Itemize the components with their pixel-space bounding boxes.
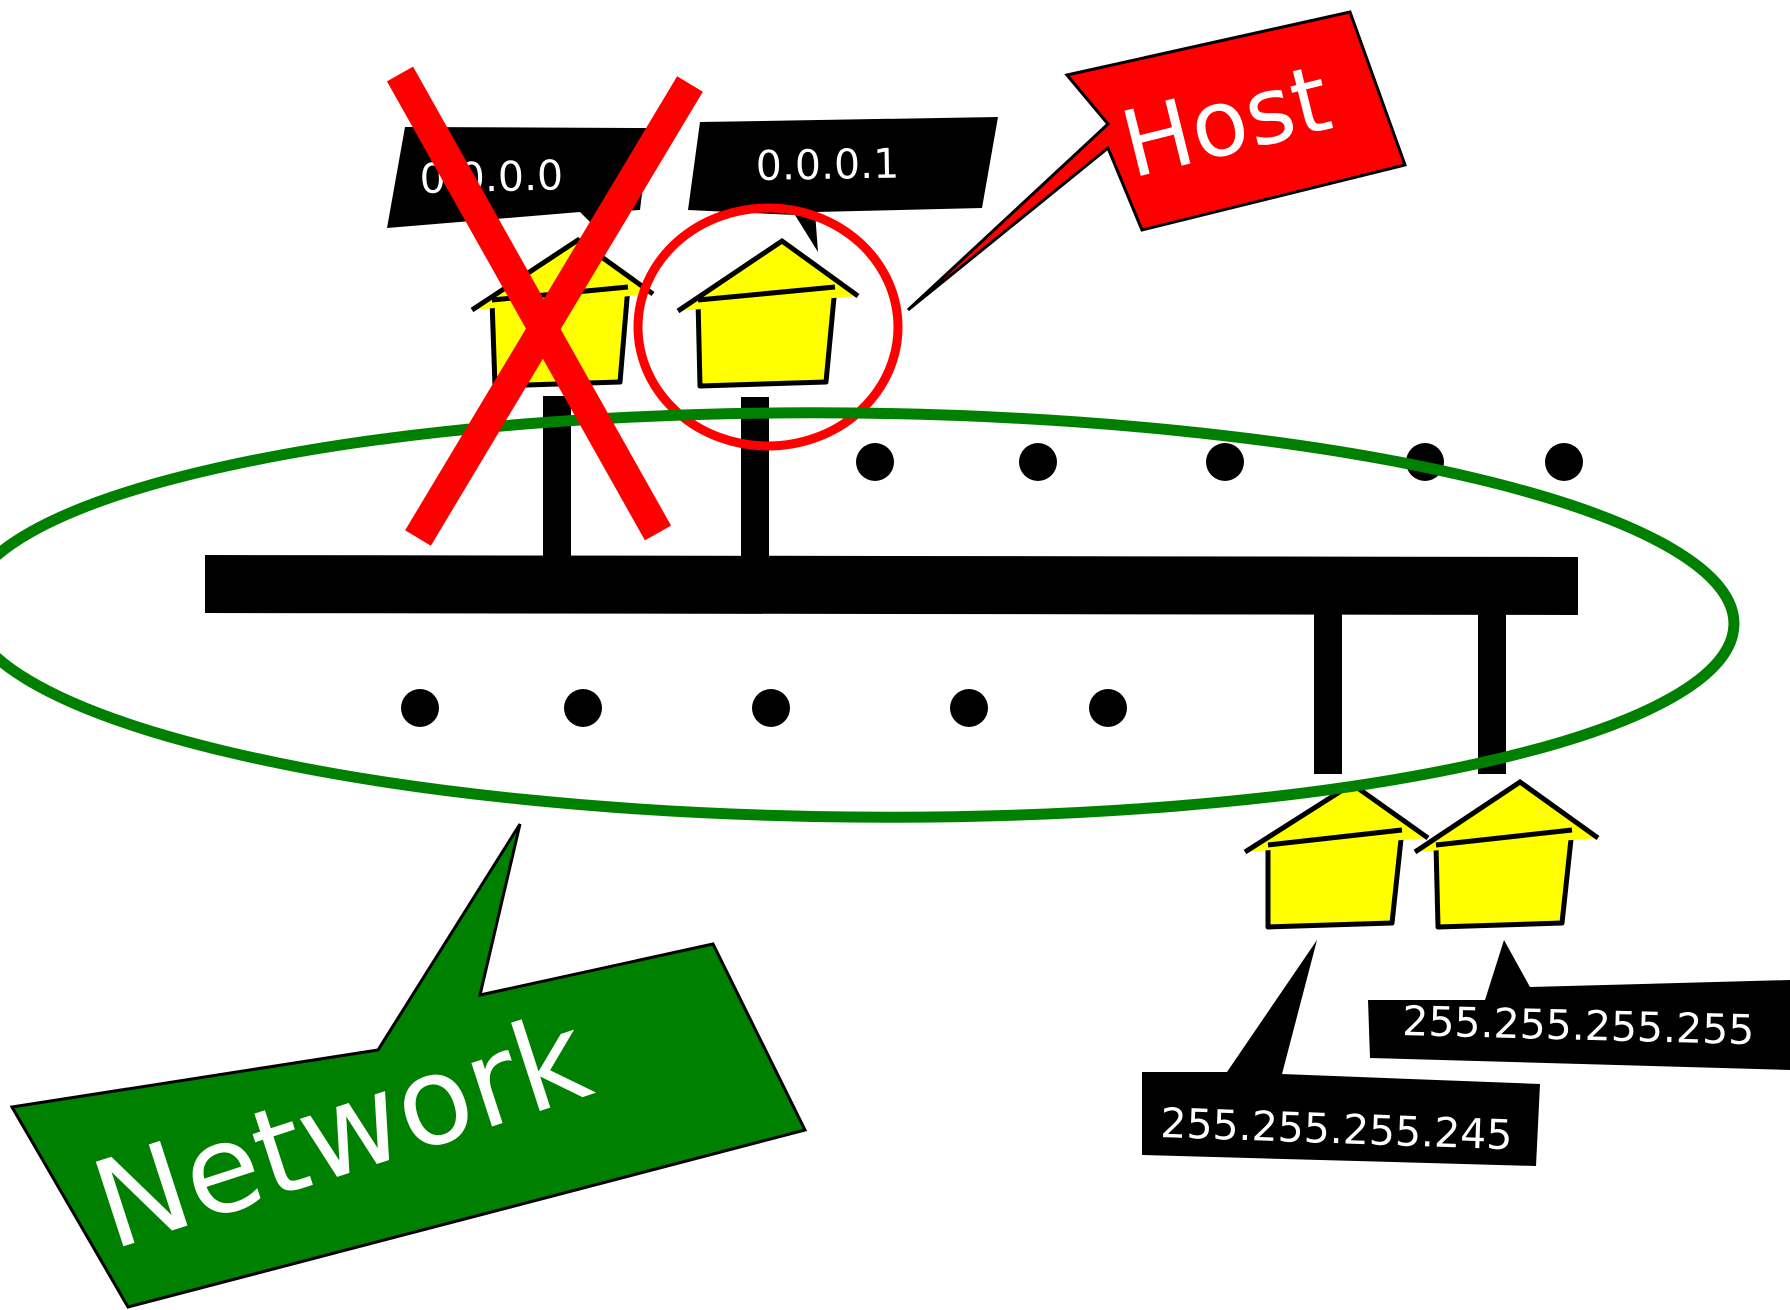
host-highlight-circle: [633, 203, 903, 451]
host-callout-shape: [906, 10, 1407, 312]
ellipsis-dot: [1545, 443, 1583, 481]
bus-bar: [205, 555, 1578, 615]
ellipsis-dot: [401, 689, 439, 727]
house-last-host: [1413, 778, 1600, 930]
ellipsis-lower-row: [401, 689, 1127, 727]
ellipsis-dot: [1089, 689, 1127, 727]
ellipsis-dot: [564, 689, 602, 727]
address-label-last: 255.255.255.255: [1368, 940, 1790, 1070]
house-second-host: [676, 237, 860, 389]
address-text-second: 0.0.0.1: [755, 140, 899, 190]
house-roof: [676, 237, 860, 314]
host-callout: Host: [906, 10, 1407, 312]
ellipsis-dot: [1206, 443, 1244, 481]
ellipsis-dot: [856, 443, 894, 481]
ellipsis-dot: [752, 689, 790, 727]
network-bus: [205, 396, 1578, 774]
network-callout-shape: [9, 823, 808, 1309]
ellipsis-dot: [1019, 443, 1057, 481]
house-second-last-host: [1243, 780, 1430, 930]
connector-second-host: [741, 397, 769, 558]
address-label-second-last: 255.255.255.245: [1142, 940, 1540, 1166]
network-callout: Network: [9, 823, 808, 1309]
connector-second-last-host: [1314, 612, 1342, 774]
connector-last-host: [1478, 612, 1506, 774]
cross-out-icon: [386, 66, 703, 546]
network-highlight-ellipse: [0, 407, 1740, 823]
ellipsis-dot: [950, 689, 988, 727]
address-label-second: 0.0.0.1: [688, 117, 998, 252]
address-text-last: 255.255.255.255: [1402, 997, 1755, 1054]
